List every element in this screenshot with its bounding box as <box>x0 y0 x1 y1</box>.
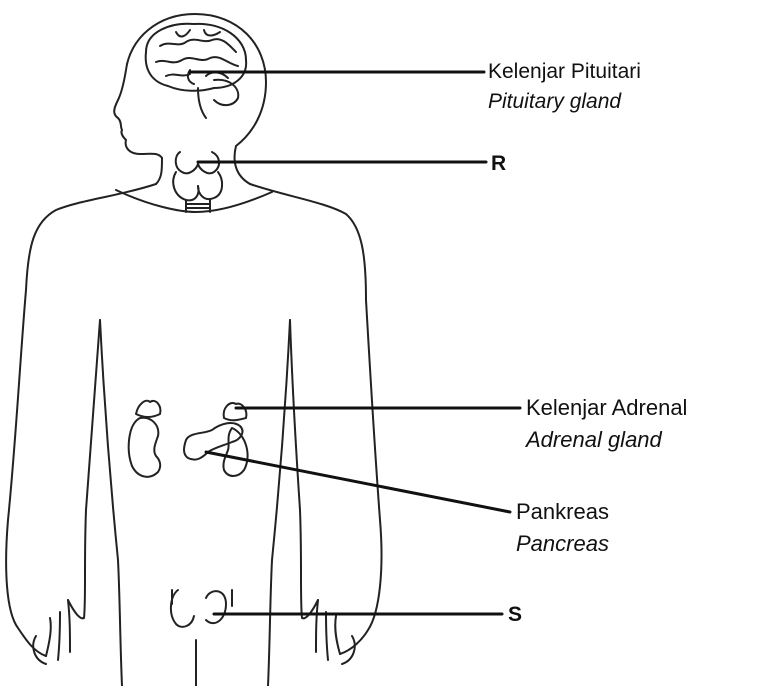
kidneys <box>129 418 248 477</box>
pituitary-label-malay: Kelenjar Pituitari <box>488 58 641 85</box>
pituitary-label-english: Pituitary gland <box>488 88 621 115</box>
leader-lines <box>190 72 520 614</box>
label-r: R <box>491 150 506 177</box>
body-outline <box>6 14 381 686</box>
pancreas-label-malay: Pankreas <box>516 498 609 525</box>
pancreas-label-english: Pancreas <box>516 530 609 557</box>
adrenal-label-english: Adrenal gland <box>526 426 662 453</box>
adrenal-glands <box>136 401 246 421</box>
testes <box>171 590 232 686</box>
label-s: S <box>508 601 522 628</box>
adrenal-label-malay: Kelenjar Adrenal <box>526 394 687 421</box>
